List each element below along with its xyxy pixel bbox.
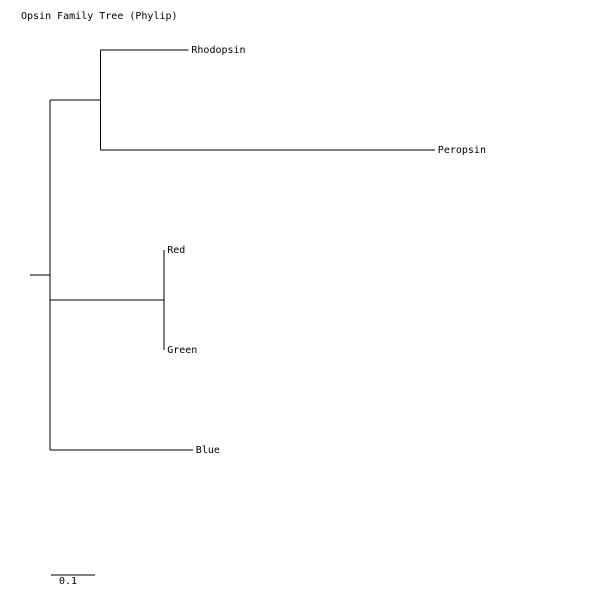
- leaf-label-peropsin: Peropsin: [438, 145, 486, 156]
- tree-branches: [30, 49, 435, 451]
- leaf-label-rhodopsin: Rhodopsin: [191, 45, 245, 56]
- leaf-label-blue: Blue: [196, 445, 220, 456]
- leaf-label-red: Red: [167, 245, 185, 256]
- scale-bar-label: 0.1: [59, 576, 77, 587]
- tree-title: Opsin Family Tree (Phylip): [21, 11, 178, 22]
- scale-bar: 0.1: [51, 574, 95, 587]
- leaf-label-green: Green: [167, 345, 197, 356]
